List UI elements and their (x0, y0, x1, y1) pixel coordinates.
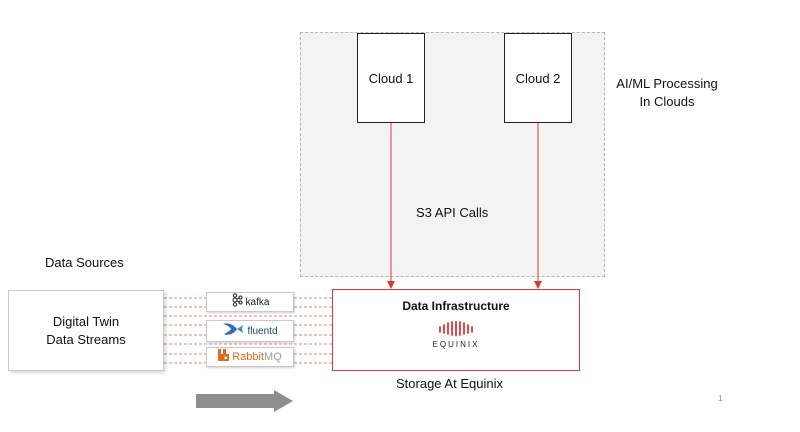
cloud-2-label: Cloud 2 (515, 70, 561, 86)
rabbitmq-connector: RabbitMQ (206, 347, 294, 367)
equinix-brand: EQUINIX (432, 340, 480, 349)
kafka-label: kafka (245, 296, 270, 308)
fluentd-logo-icon (222, 321, 244, 342)
flow-direction-arrow-icon (196, 390, 293, 412)
cloud-1-box: Cloud 1 (357, 33, 425, 123)
rabbitmq-logo-icon (218, 348, 230, 366)
kafka-logo-icon (231, 292, 243, 312)
ai-ml-label-line2: In Clouds (639, 94, 695, 109)
data-stream-lines (164, 297, 332, 364)
cloud-1-label: Cloud 1 (368, 70, 414, 86)
rabbitmq-label-suffix: MQ (264, 351, 282, 363)
rabbitmq-label: RabbitMQ (232, 351, 282, 363)
storage-at-equinix-label: Storage At Equinix (396, 376, 503, 391)
data-sources-title: Data Sources (45, 255, 124, 270)
kafka-connector: kafka (206, 292, 294, 312)
digital-twin-line2: Data Streams (46, 331, 126, 347)
ai-ml-processing-label: AI/ML Processing In Clouds (612, 75, 722, 111)
data-infrastructure-box: Data Infrastructure EQUINIX (332, 289, 580, 371)
s3-api-calls-label: S3 API Calls (416, 205, 489, 220)
equinix-logo-icon (437, 320, 477, 342)
cloud-2-box: Cloud 2 (504, 33, 572, 123)
fluentd-connector: fluentd (206, 320, 294, 342)
data-infrastructure-title: Data Infrastructure (402, 299, 510, 313)
digital-twin-line1: Digital Twin (52, 313, 120, 329)
page-number: 1 (718, 394, 723, 403)
digital-twin-box: Digital Twin Data Streams (8, 290, 164, 371)
rabbitmq-label-main: Rabbit (232, 351, 265, 363)
fluentd-label: fluentd (247, 325, 278, 337)
ai-ml-label-line1: AI/ML Processing (616, 76, 718, 91)
